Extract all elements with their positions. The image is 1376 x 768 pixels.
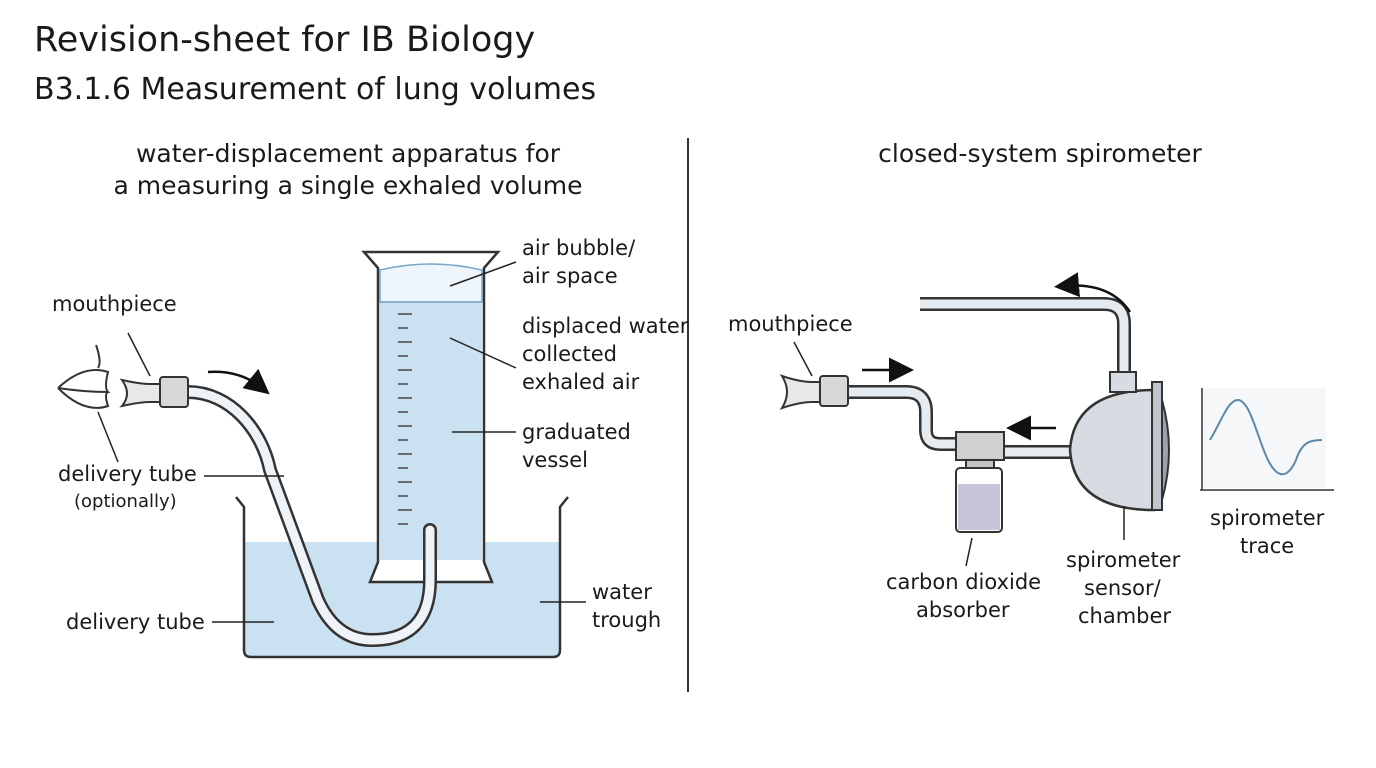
label-sensor-line3: chamber (1078, 604, 1172, 628)
breath-arrow-left (207, 368, 270, 395)
label-displaced-line3: exhaled air (522, 370, 640, 394)
spirometer-trace-chart (1200, 388, 1334, 491)
label-mouthpiece-right: mouthpiece (728, 312, 853, 336)
label-air-bubble-line2: air space (522, 264, 618, 288)
page-title: Revision-sheet for IB Biology (34, 20, 536, 60)
label-optionally: (optionally) (74, 491, 177, 512)
page-subtitle: B3.1.6 Measurement of lung volumes (34, 72, 597, 107)
label-displaced-line2: collected (522, 342, 618, 366)
label-delivery-tube-optional: delivery tube (58, 462, 197, 486)
mouthpiece-left (119, 376, 189, 408)
spirometer-return-pipe (920, 297, 1131, 390)
co2-absorber (955, 431, 1005, 533)
label-graduated-line1: graduated (522, 420, 631, 444)
label-trace-line1: spirometer (1210, 506, 1325, 530)
label-water-line1: water (592, 580, 652, 604)
panel-divider (687, 138, 689, 692)
label-co2-line2: absorber (916, 598, 1010, 622)
label-sensor-line1: spirometer (1066, 548, 1181, 572)
delivery-tube (181, 385, 437, 648)
label-displaced-line1: displaced water (522, 314, 689, 338)
mouthpiece-right (779, 374, 849, 410)
spirometer-inlet-pipe (846, 385, 1080, 459)
left-leader-lines (97, 261, 586, 623)
label-sensor-line2: sensor/ (1084, 576, 1161, 600)
label-air-bubble-line1: air bubble/ (522, 236, 636, 260)
graduation-marks (398, 313, 412, 525)
label-delivery-tube: delivery tube (66, 610, 205, 634)
right-panel-title: closed-system spirometer (878, 139, 1202, 168)
label-mouthpiece-left: mouthpiece (52, 292, 177, 316)
right-leader-lines (793, 341, 1125, 567)
label-trace-line2: trace (1240, 534, 1295, 558)
left-panel-title-line1: water-displacement apparatus for (135, 139, 561, 168)
label-graduated-line2: vessel (522, 448, 588, 472)
label-co2-line1: carbon dioxide (886, 570, 1042, 594)
label-water-line2: trough (592, 608, 662, 632)
spirometer-chamber (1068, 371, 1170, 512)
left-panel-title-line2: a measuring a single exhaled volume (113, 171, 583, 200)
flow-arrow-return (1054, 272, 1132, 313)
lips-icon (57, 344, 111, 409)
